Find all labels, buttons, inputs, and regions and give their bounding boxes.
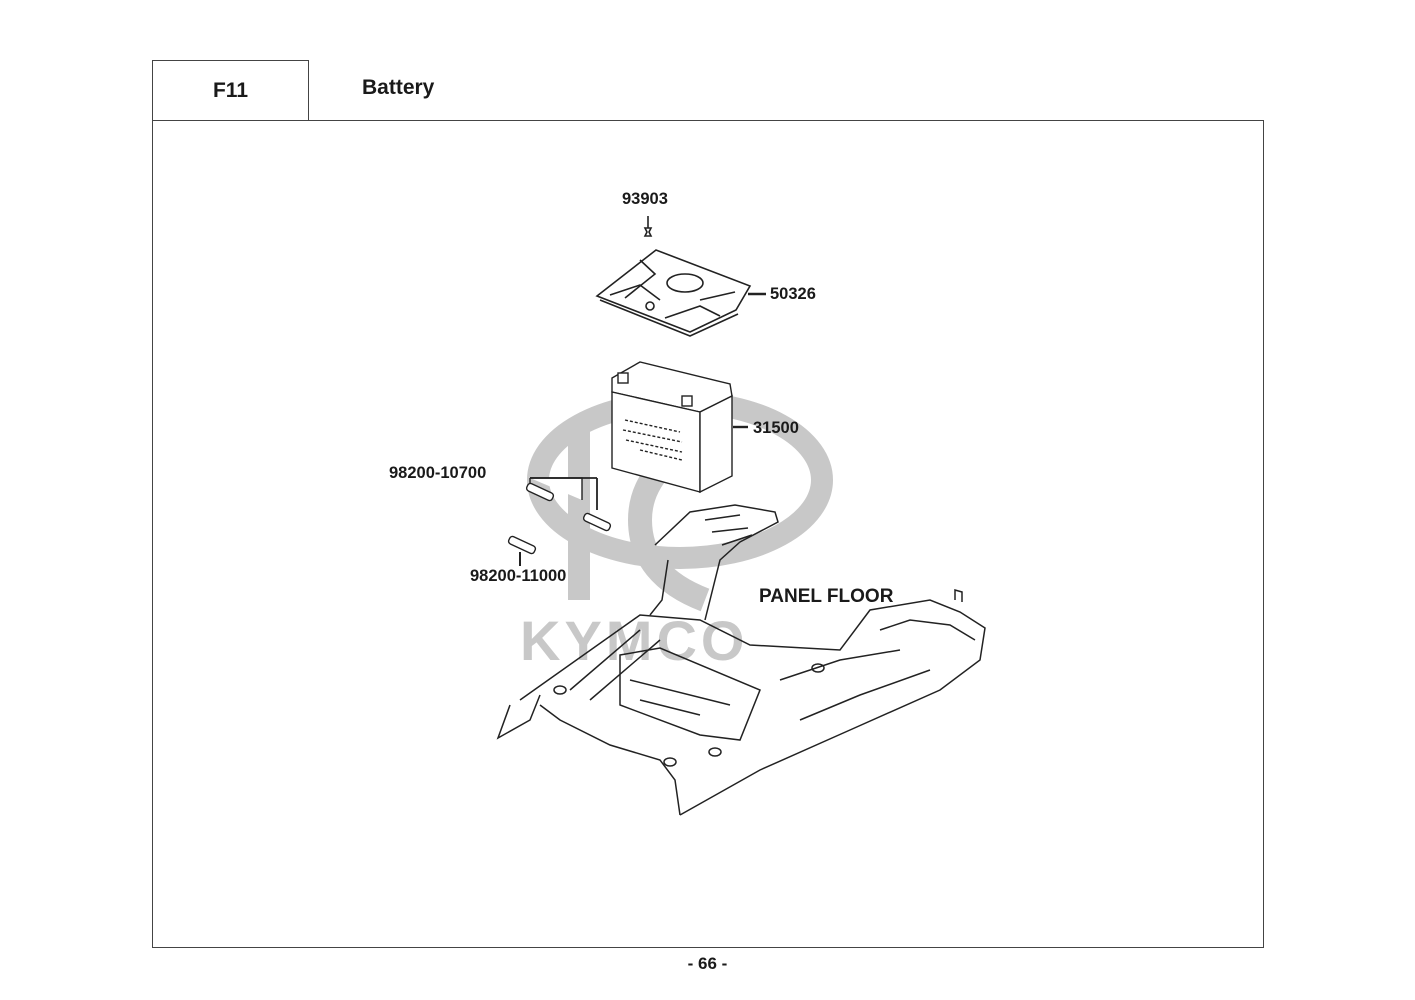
part-label-50326: 50326 [770, 285, 816, 303]
fuse-2 [582, 512, 612, 532]
panel-floor-drawing [496, 504, 986, 816]
fuse-3 [507, 535, 537, 555]
battery-cover-drawing [595, 249, 766, 337]
watermark-text: KYMCO [520, 609, 748, 672]
part-label-93903: 93903 [622, 190, 668, 208]
part-label-98200-10700: 98200-10700 [389, 464, 487, 482]
fuses-drawing [507, 477, 612, 566]
section-title: Battery [362, 76, 435, 99]
assembly-label-panel-floor: PANEL FLOOR [759, 586, 894, 607]
diagram-frame [152, 120, 1264, 948]
watermark-k-stem [568, 420, 590, 600]
page-number: - 66 - [687, 954, 728, 973]
screw-drawing [643, 216, 653, 237]
section-code: F11 [152, 60, 309, 120]
battery-drawing [611, 361, 748, 494]
fuse-1 [525, 482, 555, 502]
part-label-31500: 31500 [753, 419, 799, 437]
part-label-98200-11000: 98200-11000 [470, 567, 567, 585]
